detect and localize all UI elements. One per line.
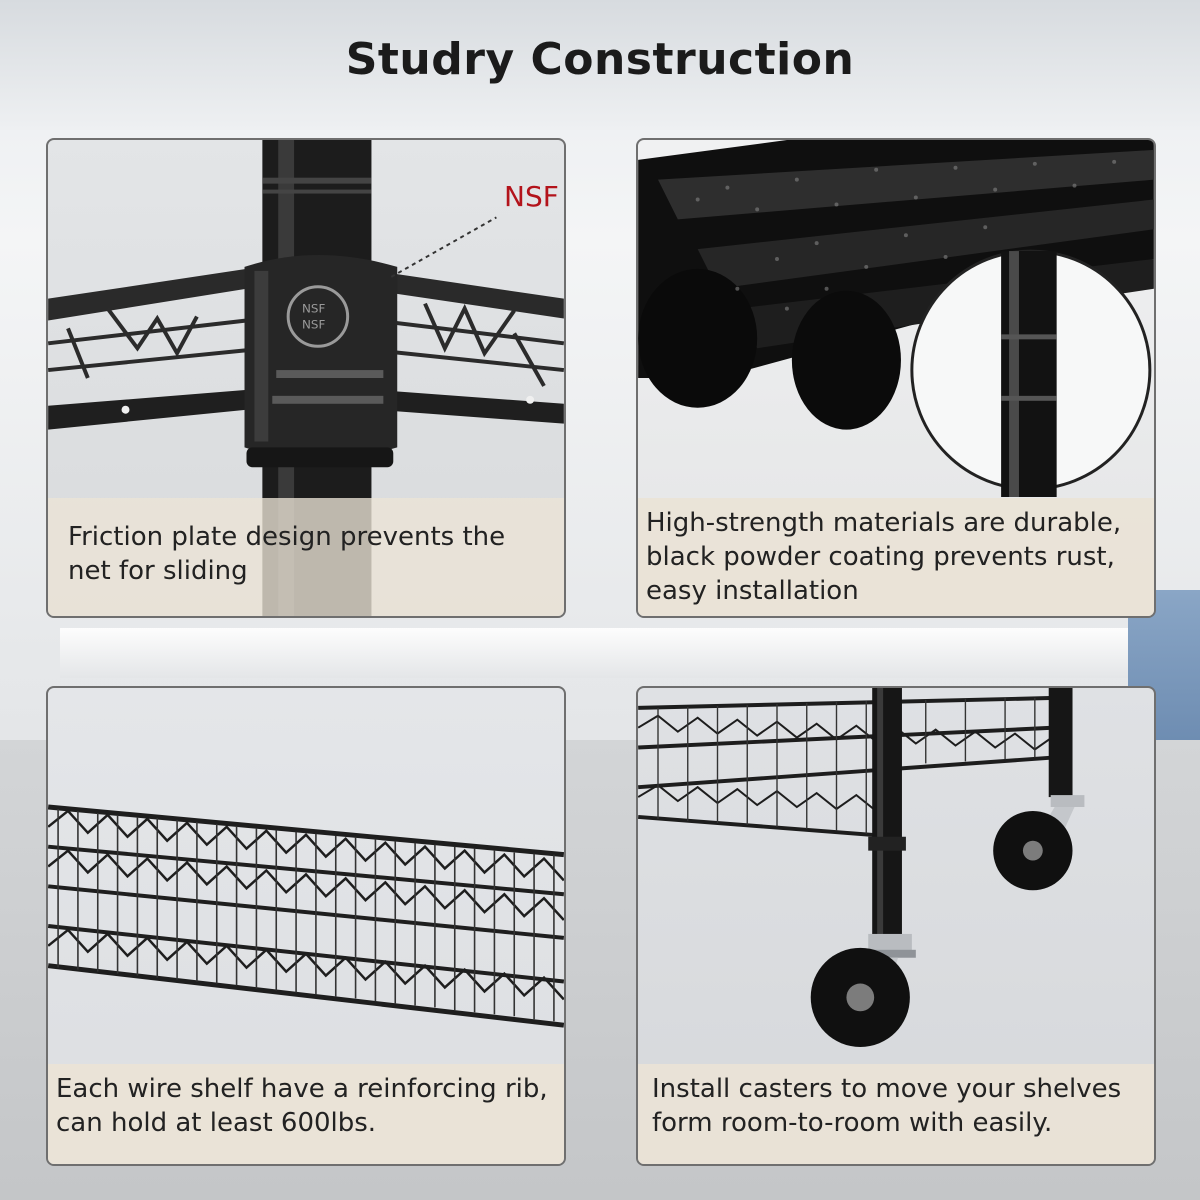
nsf-label: NSF bbox=[504, 180, 559, 213]
caption-line: Install casters to move your shelves bbox=[652, 1074, 1122, 1104]
caption-line: Friction plate design prevents the bbox=[68, 522, 506, 552]
caption-line: High-strength materials are durable, bbox=[646, 508, 1122, 538]
casters-illustration bbox=[638, 688, 1085, 1047]
caption-line: can hold at least 600lbs. bbox=[56, 1108, 377, 1138]
panel-materials: High-strength materials are durable, bla… bbox=[636, 138, 1156, 618]
panel-wire-shelf: Each wire shelf have a reinforcing rib, … bbox=[46, 686, 566, 1166]
background-ceiling bbox=[0, 0, 1200, 130]
caption-line: form room-to-room with easily. bbox=[652, 1108, 1053, 1138]
caption-friction-plate: Friction plate design prevents the net f… bbox=[48, 498, 564, 616]
background-wall-strip bbox=[60, 628, 1140, 678]
caption-line: net for sliding bbox=[68, 556, 248, 586]
caption-materials: High-strength materials are durable, bla… bbox=[638, 498, 1154, 616]
powder-coated-tubes-illustration bbox=[638, 140, 1154, 497]
caption-line: Each wire shelf have a reinforcing rib, bbox=[56, 1074, 548, 1104]
svg-text:NSF: NSF bbox=[302, 302, 325, 316]
caption-casters: Install casters to move your shelves for… bbox=[638, 1064, 1154, 1164]
wire-shelf-illustration bbox=[48, 804, 564, 1028]
panel-casters: Install casters to move your shelves for… bbox=[636, 686, 1156, 1166]
caption-line: black powder coating prevents rust, bbox=[646, 542, 1115, 572]
panel-friction-plate: NSF NSF NSF Friction plate design preven… bbox=[46, 138, 566, 618]
caption-wire-shelf: Each wire shelf have a reinforcing rib, … bbox=[48, 1064, 564, 1164]
page-title: Studry Construction bbox=[345, 34, 855, 85]
caption-line: easy installation bbox=[646, 576, 859, 606]
svg-text:NSF: NSF bbox=[302, 317, 325, 331]
